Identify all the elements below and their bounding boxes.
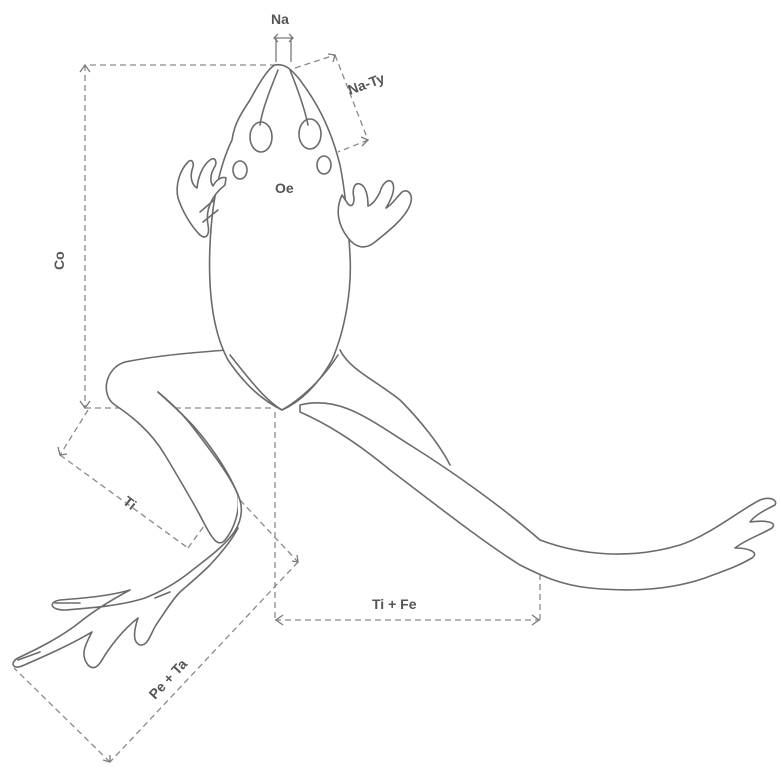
ti-arrow-left xyxy=(58,447,67,455)
left-hindlimb xyxy=(106,350,238,543)
label-ti: Ti xyxy=(120,493,139,513)
label-oe: Oe xyxy=(275,180,294,196)
frog-body xyxy=(210,65,351,410)
label-na-ty: Na-Ty xyxy=(346,70,387,98)
label-ti-fe: Ti + Fe xyxy=(372,596,417,612)
label-na: Na xyxy=(271,11,289,27)
na-measure-arrow xyxy=(274,34,293,62)
right-forelimb xyxy=(338,181,411,247)
co-arrow-bottom xyxy=(80,401,90,408)
pe-ta-measure-line xyxy=(14,500,298,762)
label-co: Co xyxy=(51,251,67,270)
right-hindlimb xyxy=(300,403,776,590)
frog-outline xyxy=(13,65,776,668)
na-ty-arrow-top xyxy=(328,54,335,62)
label-pe-ta: Pe + Ta xyxy=(145,656,190,702)
